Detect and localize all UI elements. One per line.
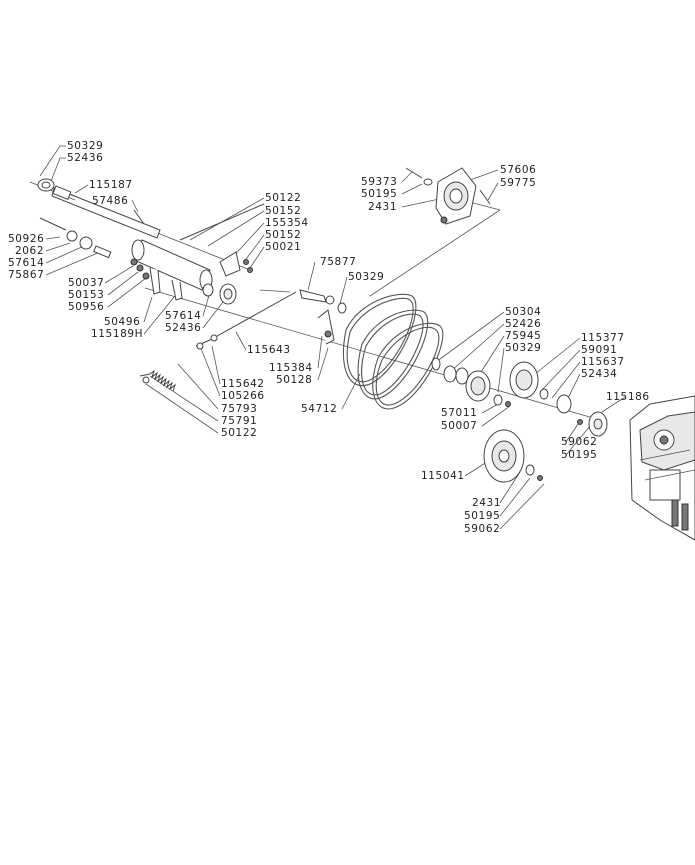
part-label: 50329 — [505, 342, 542, 354]
part-label: 52436 — [165, 322, 202, 334]
part-label: 50021 — [265, 241, 302, 253]
part-label: 50007 — [441, 420, 478, 432]
part-label: 50926 — [8, 233, 45, 245]
pulley-stack — [431, 357, 608, 483]
part-label: 50329 — [348, 271, 385, 283]
part-label: 50195 — [464, 510, 501, 522]
part-label: 115041 — [421, 470, 465, 482]
part-label: 115384 — [269, 362, 313, 374]
part-label: 115187 — [89, 179, 133, 191]
part-label: 50122 — [265, 192, 302, 204]
clutch-assembly — [405, 167, 491, 225]
part-label: 52426 — [505, 318, 542, 330]
part-label: 50122 — [221, 427, 258, 439]
part-label: 115637 — [581, 356, 625, 368]
part-label: 50329 — [67, 140, 104, 152]
part-label: 2062 — [15, 245, 45, 257]
part-label: 50195 — [361, 188, 398, 200]
part-label: 105266 — [221, 390, 265, 402]
part-label: 50496 — [104, 316, 141, 328]
part-label: 75791 — [221, 415, 258, 427]
drive-shaft-assembly — [37, 178, 265, 305]
part-label: 52436 — [67, 152, 104, 164]
part-label: 115642 — [221, 378, 265, 390]
part-label: 155354 — [265, 217, 309, 229]
part-label: 57011 — [441, 407, 478, 419]
spring-linkage — [139, 289, 347, 392]
part-label: 2431 — [368, 201, 398, 213]
part-label: 52434 — [581, 368, 618, 380]
part-label: 75877 — [320, 256, 357, 268]
engine-block — [629, 395, 695, 541]
part-label: 115377 — [581, 332, 625, 344]
part-label: 115186 — [606, 391, 650, 403]
part-label: 57614 — [8, 257, 45, 269]
part-label: 54712 — [301, 403, 338, 415]
part-label: 2431 — [472, 497, 502, 509]
part-label: 59091 — [581, 344, 618, 356]
part-label: 59062 — [464, 523, 501, 535]
part-label: 50152 — [265, 205, 302, 217]
part-label: 57486 — [92, 195, 129, 207]
part-label: 50195 — [561, 449, 598, 461]
part-label: 50152 — [265, 229, 302, 241]
part-label: 115643 — [247, 344, 291, 356]
drive-belts — [342, 293, 444, 410]
part-label: 50304 — [505, 306, 542, 318]
part-label: 75867 — [8, 269, 45, 281]
part-label: 75793 — [221, 403, 258, 415]
part-label: 115189H — [91, 328, 144, 340]
part-label: 50128 — [276, 374, 313, 386]
part-label: 50956 — [68, 301, 105, 313]
part-label: 59373 — [361, 176, 398, 188]
part-label: 57606 — [500, 164, 537, 176]
part-label: 75945 — [505, 330, 542, 342]
part-label: 57614 — [165, 310, 202, 322]
part-label: 50037 — [68, 277, 105, 289]
part-label: 50153 — [68, 289, 105, 301]
part-label: 59775 — [500, 177, 537, 189]
part-label: 59062 — [561, 436, 598, 448]
